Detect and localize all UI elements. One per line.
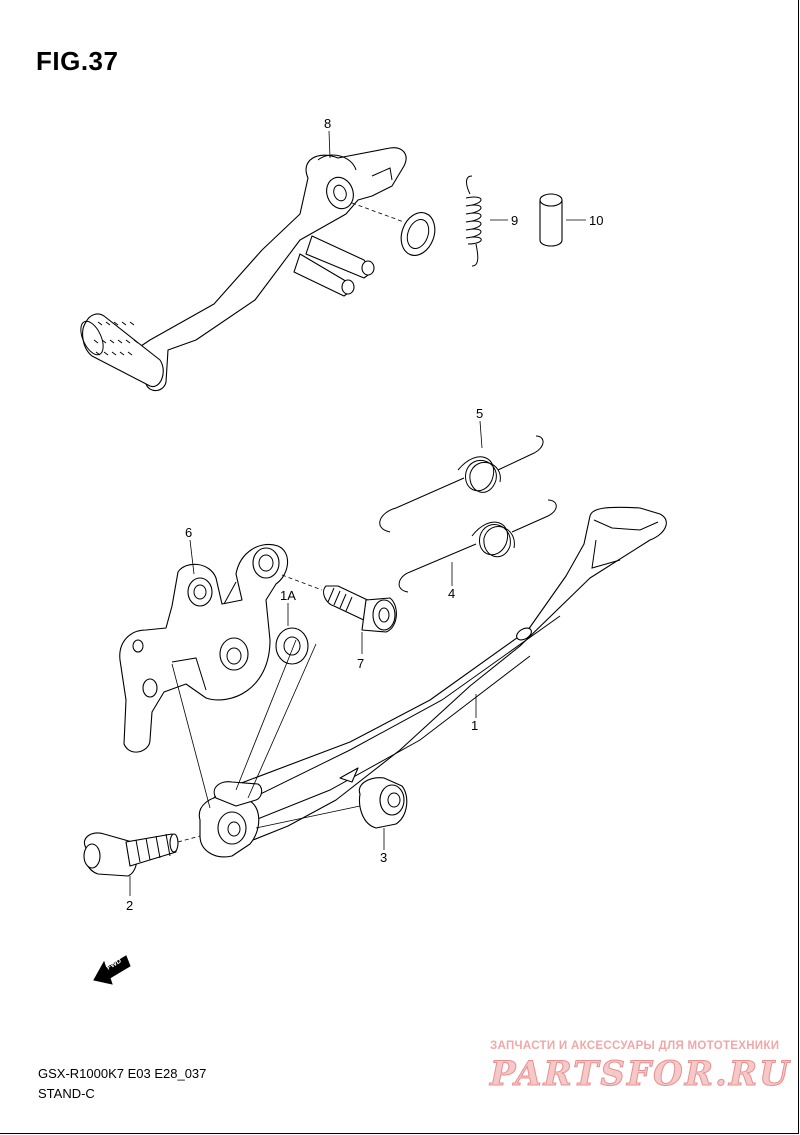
figure-title: FIG.37 bbox=[36, 46, 119, 76]
pedal-washer-part[interactable] bbox=[395, 208, 440, 260]
callout-3: 3 bbox=[380, 850, 387, 865]
lower-stand-spring-part[interactable] bbox=[398, 499, 557, 593]
pedal-bush-part[interactable] bbox=[539, 193, 563, 247]
model-code: GSX-R1000K7 E03 E28_037 bbox=[38, 1066, 207, 1081]
brake-pedal-part[interactable] bbox=[76, 147, 407, 392]
section-name: STAND-C bbox=[38, 1086, 95, 1101]
side-stand-part[interactable] bbox=[198, 506, 667, 858]
callout-8: 8 bbox=[324, 116, 331, 131]
callout-6: 6 bbox=[185, 525, 192, 540]
watermark-tagline: ЗАПЧАСТИ И АКСЕССУАРЫ ДЛЯ МОТОТЕХНИКИ bbox=[490, 1040, 780, 1052]
callout-10: 10 bbox=[589, 213, 603, 228]
callout-2: 2 bbox=[126, 898, 133, 913]
stand-pivot-bolt-part[interactable] bbox=[323, 585, 397, 633]
callout-1a: 1A bbox=[280, 588, 296, 603]
pedal-spring-part[interactable] bbox=[465, 175, 482, 267]
callout-4: 4 bbox=[448, 586, 455, 601]
callout-7: 7 bbox=[357, 656, 364, 671]
stand-bracket-part[interactable] bbox=[119, 544, 289, 753]
fwd-arrow-icon: FWD bbox=[93, 955, 131, 985]
callout-5: 5 bbox=[476, 406, 483, 421]
callout-1: 1 bbox=[471, 718, 478, 733]
watermark-logo: PARTSFOR.RU bbox=[490, 1054, 791, 1095]
stand-bolt-part[interactable] bbox=[83, 832, 179, 877]
callout-9: 9 bbox=[511, 213, 518, 228]
upper-stand-spring-part[interactable] bbox=[379, 435, 544, 533]
stand-nut-part[interactable] bbox=[358, 777, 408, 829]
stand-washer-part[interactable] bbox=[275, 627, 309, 665]
